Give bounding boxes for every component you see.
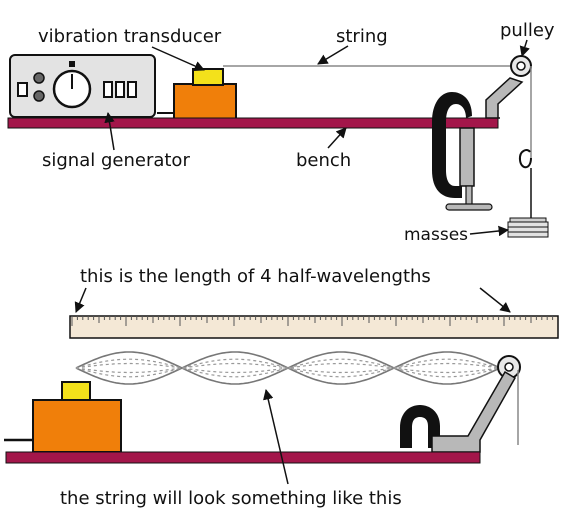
label-ruler-caption: this is the length of 4 half-wavelengths [80,266,431,287]
vibration-transducer [157,68,237,120]
signal-generator [9,54,156,121]
bottom-pulley [497,355,521,379]
arrow-generator [104,111,115,151]
mass-hook-icon [518,149,532,169]
arrow-wave [263,388,289,485]
label-pulley: pulley [500,20,555,41]
ruler [69,315,559,339]
top-pulley [510,55,532,77]
label-bottom-caption: the string will look something like this [60,488,402,509]
arrow-bench [327,127,347,149]
label-masses: masses [404,225,468,245]
generator-terminal-icon [33,72,45,84]
arrow-masses [469,225,510,237]
label-vibration-transducer: vibration transducer [38,26,222,47]
label-string: string [336,26,388,47]
ruler-ticks [71,316,554,326]
generator-terminal-icon [33,90,45,102]
top-bench [7,117,499,129]
bottom-bench [5,451,481,464]
generator-socket-icon [17,82,28,97]
arrow-pulley [519,39,530,58]
label-bench: bench [296,150,351,171]
arrow-ruler-right [479,287,511,313]
arrow-ruler-left [74,287,87,313]
label-signal-generator: signal generator [42,150,190,171]
top-clamp [432,77,524,211]
bottom-transducer [4,381,122,453]
arrow-transducer [151,46,205,71]
standing-wave [75,351,501,385]
wave-intermediate [75,362,501,374]
arrow-string [317,45,349,65]
masses-stack [507,217,549,238]
bottom-clamp [400,370,517,453]
